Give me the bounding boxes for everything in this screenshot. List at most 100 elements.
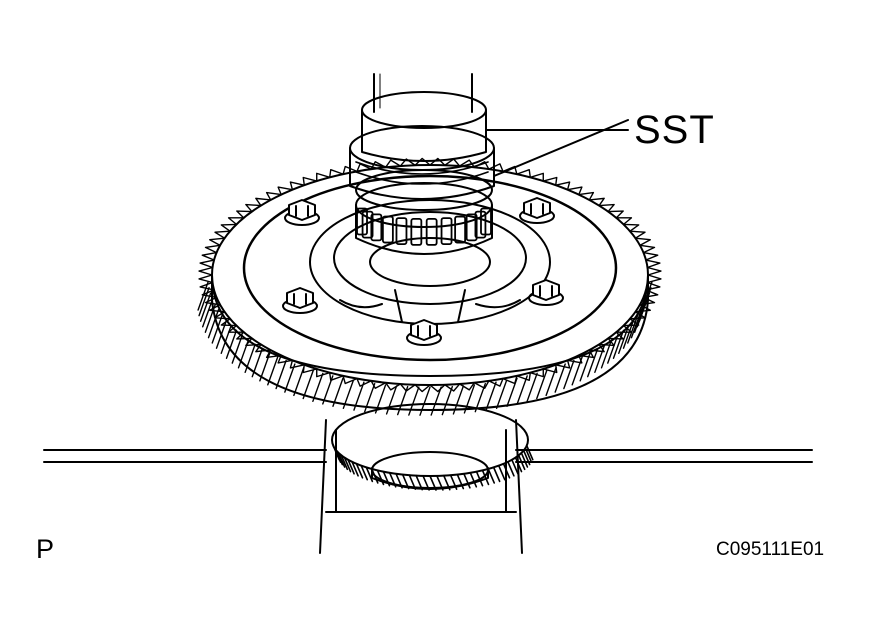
ring-gear-tooth	[578, 191, 595, 201]
ring-gear-side-tooth	[364, 382, 376, 413]
lower-gear-tooth	[487, 468, 496, 484]
ring-gear-tooth	[414, 157, 431, 166]
ring-gear-side-tooth	[220, 324, 232, 355]
ring-gear-tooth	[302, 176, 318, 186]
ring-gear-tooth	[201, 251, 218, 261]
ring-gear-side-tooth	[198, 286, 210, 317]
ring-gear-tooth	[414, 384, 431, 393]
ring-gear-tooth	[516, 169, 531, 179]
ring-gear-tooth	[555, 181, 571, 191]
lower-gear-tooth	[408, 474, 417, 490]
ring-gear-tooth	[516, 371, 531, 381]
lower-gear-tooth	[436, 475, 444, 491]
special-service-tool	[349, 73, 495, 200]
ring-gear-side-tooth	[587, 347, 599, 378]
ring-gear-tooth	[566, 354, 583, 364]
lower-gear-tooth	[376, 469, 385, 486]
ring-gear-side-tooth	[430, 386, 442, 416]
ring-gear-side-tooth	[332, 377, 344, 407]
ring-gear-side-tooth	[225, 329, 238, 359]
ring-gear-tooth	[236, 210, 253, 219]
sst-callout-label: SST	[634, 108, 715, 152]
bolt-icon	[282, 287, 318, 314]
bolt-icon	[406, 319, 442, 346]
ring-gear-tooth	[588, 197, 605, 207]
bearing-roller	[425, 217, 438, 246]
ring-gear-tooth	[542, 176, 558, 186]
bearing-roller	[465, 213, 478, 242]
ring-gear-tooth	[329, 169, 344, 179]
ring-gear-tooth	[204, 244, 221, 254]
ring-gear-tooth	[214, 230, 231, 239]
ring-gear-side-tooth	[374, 384, 387, 414]
ring-gear-side-tooth	[312, 372, 324, 403]
ring-gear-tooth	[488, 163, 504, 173]
ring-gear-side-tooth	[293, 366, 305, 397]
bolt-icon	[528, 279, 564, 306]
ring-gear-side-tooth	[630, 308, 643, 339]
differential-case	[309, 199, 551, 325]
ring-gear-side-tooth	[554, 363, 566, 393]
ring-gear-side-tooth	[353, 381, 365, 411]
lower-gear-tooth	[517, 454, 526, 471]
bearing-roller	[454, 215, 467, 244]
bolt-icon	[282, 197, 564, 346]
ring-gear-side-tooth	[633, 303, 646, 333]
ring-gear-side-tooth	[618, 324, 630, 355]
lower-gear-tooth	[422, 475, 430, 491]
ring-gear-tooth	[384, 159, 402, 169]
bearing-roller	[361, 210, 374, 239]
ring-gear-side-tooth	[199, 292, 212, 322]
ring-gear-side-tooth	[322, 375, 334, 405]
ring-gear-tooth	[356, 377, 372, 387]
ring-gear-tooth	[639, 244, 656, 254]
lower-gear-tooth	[429, 475, 437, 491]
bolt-icon	[519, 197, 555, 224]
lower-gear-tooth	[351, 461, 359, 477]
ring-gear-side-tooth	[463, 384, 476, 414]
ring-gear-side-tooth	[600, 339, 613, 369]
ring-gear-side-tooth	[237, 339, 250, 369]
lower-gear-tooth	[337, 452, 346, 468]
ring-gear-side-tooth	[251, 347, 263, 378]
bearing-roller	[480, 207, 492, 236]
ring-gear-side-tooth	[579, 352, 591, 382]
lower-gear-tooth	[382, 470, 391, 487]
ring-gear-tooth	[399, 158, 416, 167]
ring-gear-tooth	[429, 384, 446, 393]
lower-gear-tooth	[340, 454, 349, 471]
ring-gear-tooth	[473, 380, 490, 389]
ring-gear-tooth	[645, 259, 661, 269]
bolt-icon	[284, 199, 320, 226]
lower-gear-tooth	[343, 456, 352, 473]
lower-gear-tooth	[520, 452, 529, 468]
ring-gear-tooth	[316, 368, 331, 378]
ring-gear-tooth	[277, 186, 294, 196]
ring-gear-tooth	[629, 230, 646, 239]
ring-gear-side-tooth	[259, 352, 271, 382]
ring-gear-side-tooth	[342, 379, 355, 410]
ring-gear-tooth	[227, 217, 245, 226]
lower-gear-tooth	[449, 474, 458, 490]
bearing-roller	[395, 217, 408, 246]
ring-gear-side-tooth	[197, 281, 209, 311]
ring-gear-tooth	[598, 203, 615, 213]
lower-gear-tooth	[370, 468, 379, 484]
ring-gear-tooth	[588, 343, 605, 353]
ring-gear-side-tooth	[607, 334, 619, 364]
view-marker: P	[36, 534, 55, 564]
lower-gear-tooth	[475, 470, 484, 487]
lower-gear-tooth	[502, 463, 511, 479]
ring-gear-tooth	[566, 186, 583, 196]
ring-gear-tooth	[198, 266, 214, 276]
lower-gear-tooth	[360, 464, 369, 481]
ring-gear-tooth	[607, 210, 624, 219]
ring-gear-tooth	[198, 274, 214, 284]
ring-gear-side-tooth	[495, 379, 508, 410]
ring-gear-tooth	[642, 251, 659, 261]
bearing-roller	[370, 213, 383, 242]
ring-gear-side-tooth	[275, 359, 287, 390]
ring-gear-tooth	[646, 274, 662, 284]
lower-gear-tooth	[395, 472, 403, 489]
